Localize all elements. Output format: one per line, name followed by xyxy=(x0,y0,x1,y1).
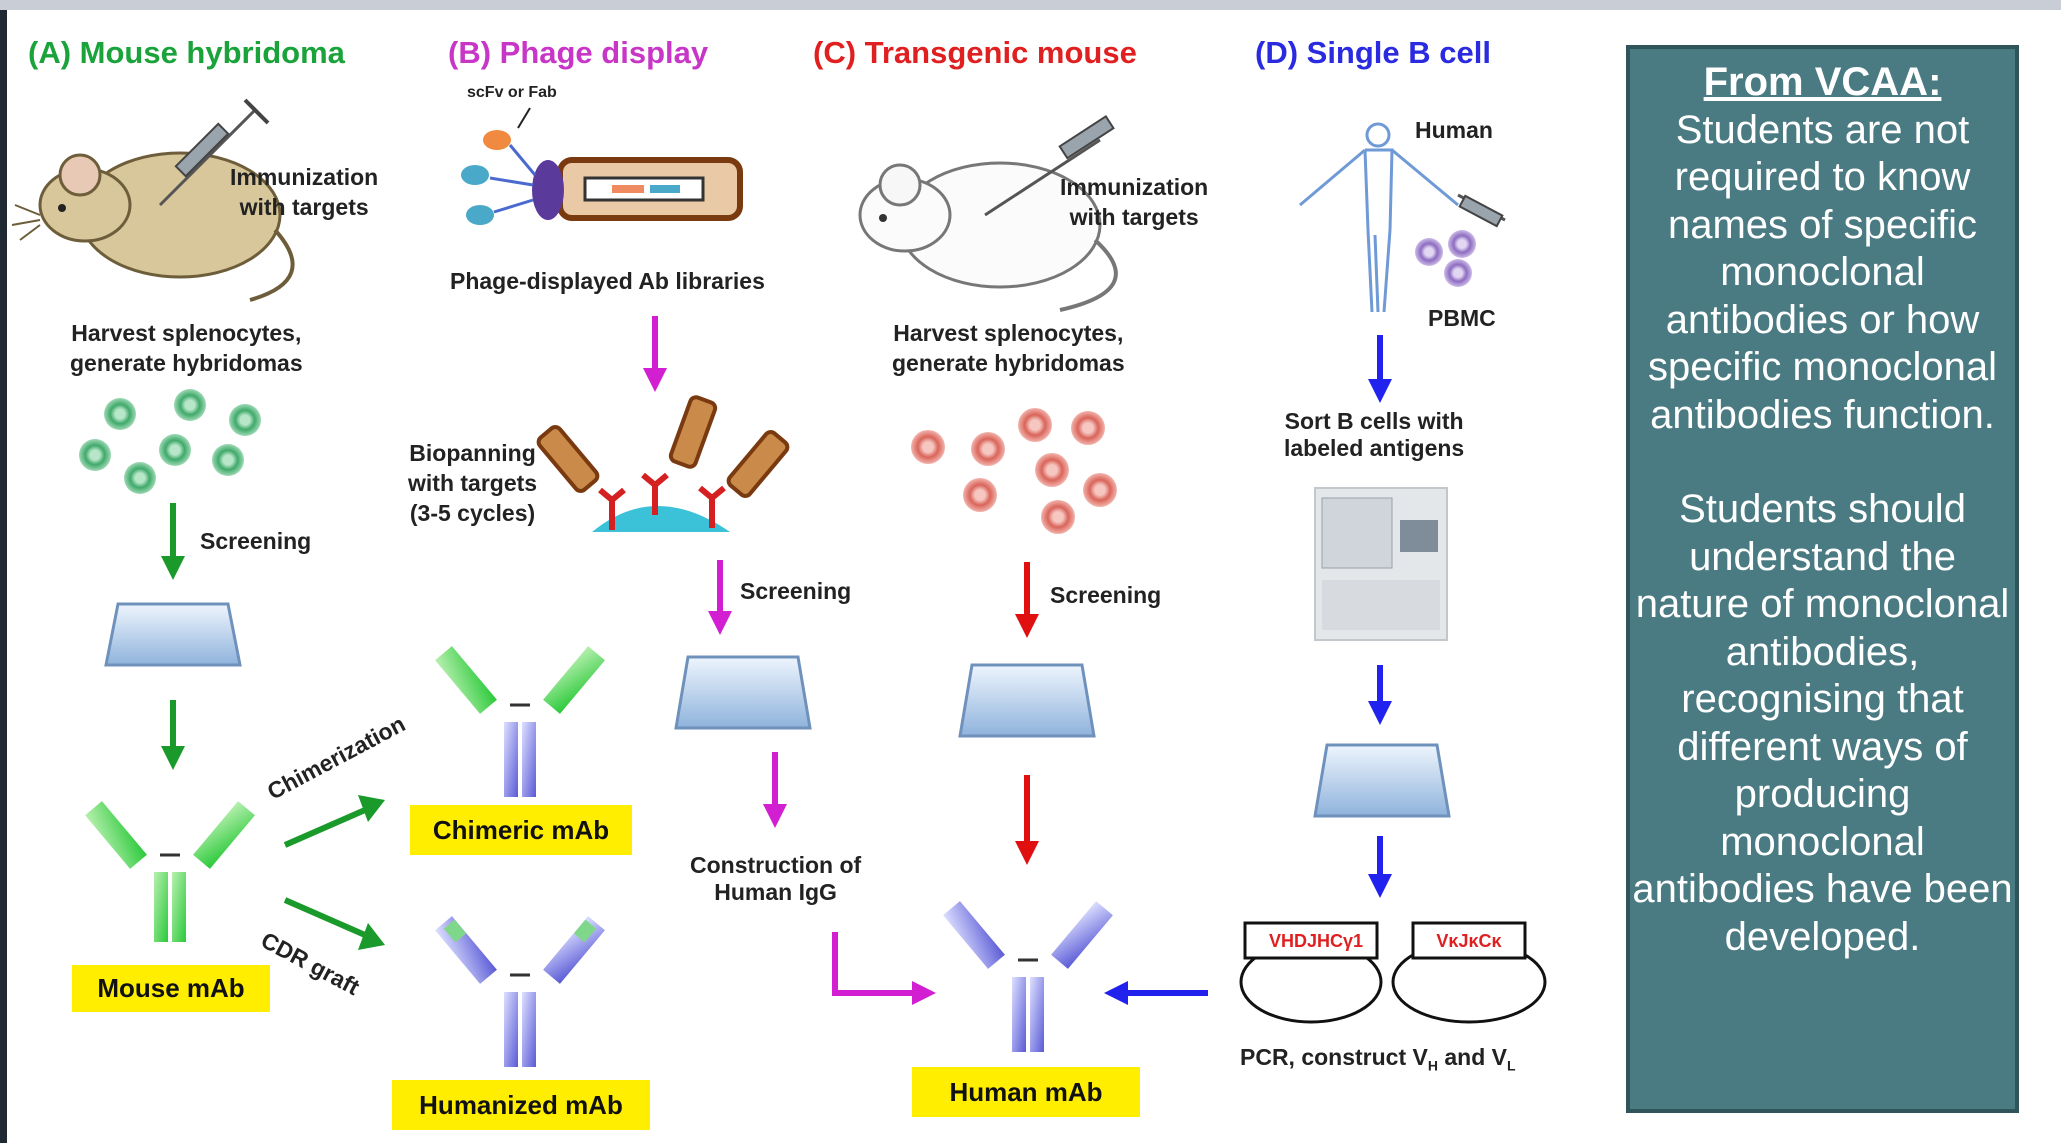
green-hybridoma-cells xyxy=(79,389,261,494)
plasmid-light-icon xyxy=(1391,921,1547,1024)
light-chain-gene-label: VκJκCκ xyxy=(1436,931,1502,951)
green-arrows xyxy=(161,503,385,950)
window-top-bar xyxy=(0,0,2061,10)
vcaa-note-paragraph-2: Students should understand the nature of… xyxy=(1632,487,2013,959)
heavy-chain-gene-label: VHDJHCγ1 xyxy=(1268,931,1364,951)
c-screening-label: Screening xyxy=(1050,582,1162,608)
vcaa-note-title: From VCAA: xyxy=(1703,60,1942,104)
column-c-title: (C) Transgenic mouse xyxy=(813,35,1137,70)
well-plate-b xyxy=(674,655,812,730)
mouse-icon xyxy=(11,151,295,302)
column-d-title: (D) Single B cell xyxy=(1255,35,1491,70)
pcr-text: PCR, construct V xyxy=(1240,1044,1428,1070)
humanized-antibody-icon xyxy=(435,916,605,1067)
a-harvest-label: Harvest splenocytes, generate hybridomas xyxy=(70,320,303,376)
syringe-icon xyxy=(158,98,270,207)
cell-sorter-instrument-icon xyxy=(1314,487,1448,641)
diagram-graphics xyxy=(11,98,1547,1067)
well-plate-c xyxy=(958,663,1096,738)
chimeric-mab-label: Chimeric mAb xyxy=(410,805,632,855)
biopanning-icon xyxy=(536,395,790,532)
pbmc-label: PBMC xyxy=(1428,305,1496,331)
construction-label: Construction of Human IgG xyxy=(690,852,862,905)
plasmid-heavy-icon xyxy=(1239,921,1383,1024)
mouse-mab-label: Mouse mAb xyxy=(72,965,270,1012)
human-label: Human xyxy=(1415,117,1493,143)
red-arrows xyxy=(1015,562,1039,865)
vcaa-note-panel: From VCAA: Students are not required to … xyxy=(1626,45,2019,1113)
a-immunization-label: Immunization with targets xyxy=(230,164,379,220)
sort-b-cells-label: Sort B cells with labeled antigens xyxy=(1284,408,1465,461)
humanized-mab-label: Humanized mAb xyxy=(392,1080,650,1130)
pcr-sub-l: L xyxy=(1507,1057,1516,1074)
scfv-label: scFv or Fab xyxy=(467,84,557,101)
column-b-title: (B) Phage display xyxy=(448,35,709,70)
chimeric-antibody-icon xyxy=(435,646,605,797)
a-screening-label: Screening xyxy=(200,528,312,554)
pcr-construct-label: PCR, construct VH and VL xyxy=(1240,1042,1516,1081)
slide-left-edge xyxy=(0,10,7,1143)
pcr-sub-h: H xyxy=(1427,1057,1438,1074)
human-mab-label: Human mAb xyxy=(912,1067,1140,1117)
c-harvest-label: Harvest splenocytes, generate hybridomas xyxy=(892,320,1125,376)
well-plate-a xyxy=(104,602,242,667)
human-antibody-icon xyxy=(943,901,1113,1052)
blue-arrows xyxy=(1104,335,1392,1005)
vcaa-note-paragraph-1: Students are not required to know names … xyxy=(1647,107,1998,437)
phage-icon xyxy=(461,107,743,225)
transgenic-mouse-icon xyxy=(858,115,1118,312)
column-a-title: (A) Mouse hybridoma xyxy=(28,35,345,70)
phage-libraries-label: Phage-displayed Ab libraries xyxy=(450,268,765,294)
pcr-and-text: and V xyxy=(1438,1044,1508,1070)
biopanning-label: Biopanning with targets (3-5 cycles) xyxy=(408,440,538,526)
pbmc-cells xyxy=(1415,193,1506,287)
mab-production-diagram: (A) Mouse hybridoma (B) Phage display (C… xyxy=(11,35,1547,1130)
c-immunization-label: Immunization with targets xyxy=(1060,174,1209,230)
red-hybridoma-cells xyxy=(911,408,1117,534)
well-plate-d xyxy=(1313,743,1451,818)
magenta-arrows xyxy=(643,316,936,1005)
mouse-antibody-icon xyxy=(85,801,255,942)
human-figure-icon xyxy=(1299,122,1459,313)
b-screening-label: Screening xyxy=(740,578,852,604)
